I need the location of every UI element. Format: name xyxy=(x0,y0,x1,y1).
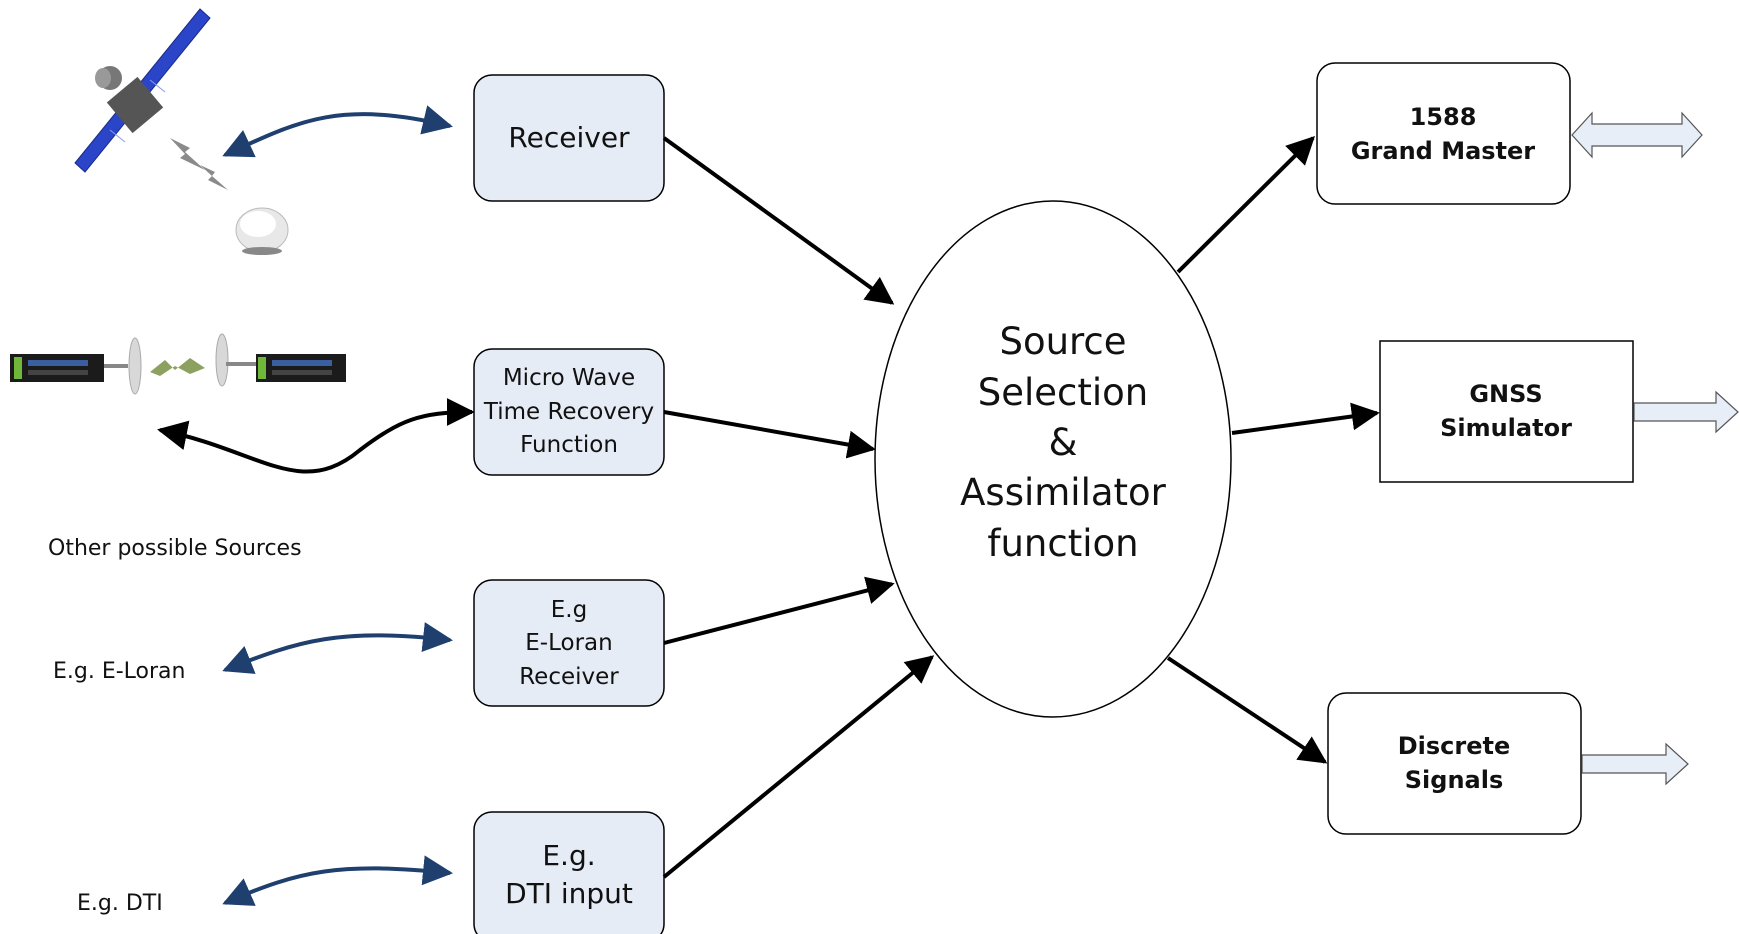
grandmaster-bidirectional-arrow xyxy=(1571,111,1703,159)
microwave-link-arrow xyxy=(157,398,475,474)
discrete-line1: Discrete xyxy=(1398,732,1511,760)
dti-input-box: E.g. DTI input xyxy=(473,811,665,934)
microwave-to-center-arrow xyxy=(663,410,876,459)
discrete-signals-box: Discrete Signals xyxy=(1327,692,1582,835)
grandmaster-box: 1588 Grand Master xyxy=(1316,62,1571,205)
eloran-box-line1: E.g xyxy=(551,597,587,623)
discrete-line2: Signals xyxy=(1405,766,1503,794)
microwave-label-line3: Function xyxy=(520,432,618,458)
eloran-box-line3: Receiver xyxy=(519,664,619,690)
satellite-icon xyxy=(74,8,228,190)
eloran-receiver-box: E.g E-Loran Receiver xyxy=(473,579,665,707)
center-label-line1: Source xyxy=(999,320,1126,363)
microwave-link-icon xyxy=(10,333,346,395)
center-label-line5: function xyxy=(987,522,1138,565)
receiver-box: Receiver xyxy=(473,74,665,202)
eloran-to-center-arrow xyxy=(663,576,895,645)
source-selection-ellipse: Source Selection & Assimilator function xyxy=(874,200,1232,718)
dti-box-line1: E.g. xyxy=(542,839,595,872)
center-to-discrete-arrow xyxy=(1166,656,1328,764)
gnss-output-arrow xyxy=(1633,390,1739,434)
center-label-line4: Assimilator xyxy=(960,471,1167,514)
gps-antenna-icon xyxy=(235,207,289,255)
microwave-box: Micro Wave Time Recovery Function xyxy=(473,348,665,476)
microwave-label-line2: Time Recovery xyxy=(483,399,654,425)
center-label-line3: & xyxy=(1049,421,1078,464)
dti-link-arrow xyxy=(222,855,453,906)
gnss-line2: Simulator xyxy=(1440,414,1572,442)
other-sources-label: Other possible Sources xyxy=(48,536,302,561)
microwave-label-line1: Micro Wave xyxy=(503,365,635,391)
gnss-line1: GNSS xyxy=(1469,380,1542,408)
satellite-receiver-link-arrow xyxy=(222,105,453,158)
dti-box-line2: DTI input xyxy=(505,877,633,910)
eloran-side-label: E.g. E-Loran xyxy=(53,659,185,684)
center-to-grandmaster-arrow xyxy=(1176,136,1315,274)
receiver-label: Receiver xyxy=(508,121,630,154)
receiver-to-center-arrow xyxy=(662,136,895,305)
center-label-line2: Selection xyxy=(978,371,1149,414)
center-to-gnss-arrow xyxy=(1231,402,1380,435)
discrete-output-arrow xyxy=(1581,742,1689,786)
grandmaster-line2: Grand Master xyxy=(1351,137,1535,165)
gnss-simulator-box: GNSS Simulator xyxy=(1379,340,1634,483)
dti-side-label: E.g. DTI xyxy=(77,891,163,916)
grandmaster-line1: 1588 xyxy=(1410,103,1477,131)
eloran-link-arrow xyxy=(222,622,453,674)
eloran-box-line2: E-Loran xyxy=(525,630,612,656)
dti-to-center-arrow xyxy=(662,655,935,879)
